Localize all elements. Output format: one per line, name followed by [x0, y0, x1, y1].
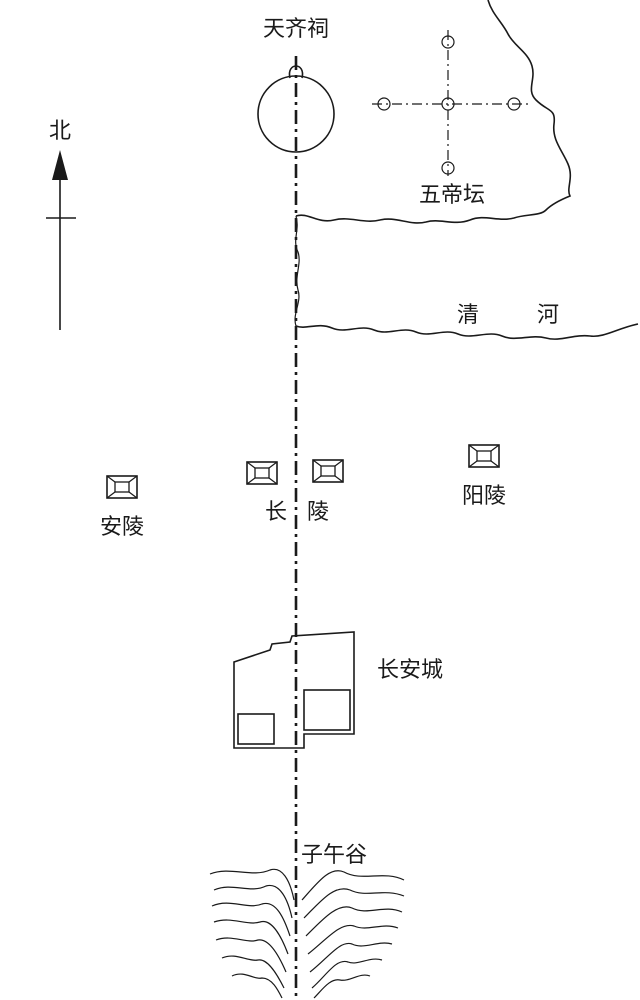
yangling-label: 阳陵: [462, 484, 506, 509]
qing-river-label-2: 河: [537, 303, 559, 328]
wudi-altar: 五帝坛: [372, 30, 528, 208]
north-arrow-head-icon: [52, 150, 68, 180]
changling-tombs: 长 陵: [246, 459, 344, 525]
tomb-icon: [468, 444, 500, 468]
anling-tomb: 安陵: [100, 475, 144, 540]
city-palace-west: [237, 713, 275, 745]
qing-river-label-1: 清: [457, 303, 479, 328]
city-palace-east: [303, 689, 351, 731]
tomb-icon: [106, 475, 138, 499]
changling-label-2: 陵: [307, 500, 329, 525]
yangling-tomb: 阳陵: [462, 444, 506, 509]
tomb-icon: [246, 461, 278, 485]
anling-label: 安陵: [100, 515, 144, 540]
tianqi-shrine-label: 天齐祠: [263, 17, 329, 42]
tianqi-shrine: 天齐祠: [257, 17, 335, 153]
ziwu-valley-label: 子午谷: [301, 843, 367, 868]
altar-center-icon: [441, 97, 455, 111]
tomb-icon: [312, 459, 344, 483]
north-label: 北: [49, 119, 71, 144]
north-arrow: 北: [46, 119, 76, 330]
altar-north-icon: [441, 35, 455, 49]
changan-city-label: 长安城: [377, 658, 443, 683]
qing-river-bank: [295, 323, 639, 340]
changling-label-1: 长: [265, 500, 287, 525]
changan-city: 长安城: [233, 631, 443, 749]
highland-boundary: [295, 0, 572, 224]
ziwu-valley-terrain: 子午谷: [209, 843, 405, 999]
altar-west-icon: [377, 97, 391, 111]
altar-south-icon: [441, 161, 455, 175]
wudi-altar-label: 五帝坛: [419, 183, 485, 208]
altar-east-icon: [507, 97, 521, 111]
